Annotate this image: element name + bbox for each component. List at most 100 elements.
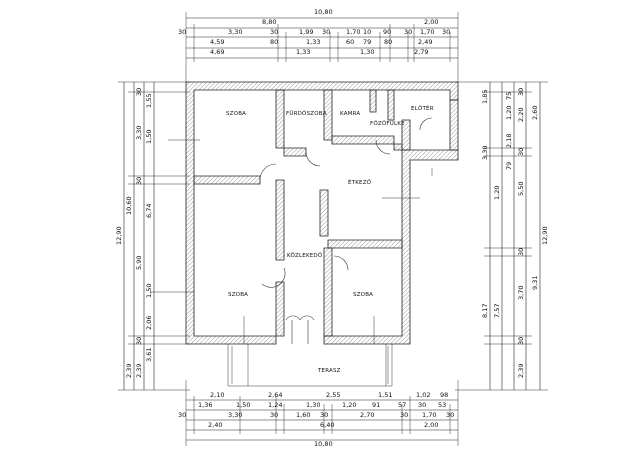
- bottom-dim: 1,36: [198, 401, 212, 409]
- top-dimension-labels: 10,80 8,80 2,00 30 3,30 30 1,99 30 1,70 …: [178, 8, 450, 56]
- right-dim: 3,70: [517, 286, 525, 300]
- bottom-dim: 1,30: [306, 401, 320, 409]
- room-labels: SZOBA FÜRDŐSZOBA KAMRA FŐZŐFÜLKE ELŐTÉR …: [226, 104, 434, 374]
- right-dim: 30: [517, 148, 525, 156]
- top-dim: 1,99: [299, 28, 313, 36]
- top-dim: 1,30: [360, 48, 374, 56]
- bottom-dim: 30: [400, 411, 408, 419]
- bottom-dim: 3,30: [228, 411, 242, 419]
- room-label-furdoszoba: FÜRDŐSZOBA: [286, 110, 327, 117]
- top-dimension-lines: [185, 12, 459, 82]
- bottom-dim-total: 10,80: [314, 440, 333, 448]
- top-dim: 1,33: [306, 38, 320, 46]
- top-dim: 30: [178, 28, 186, 36]
- left-dim: 10,60: [125, 196, 133, 215]
- room-label-szoba-left: SZOBA: [228, 292, 248, 298]
- left-dim: 1,50: [145, 284, 153, 298]
- right-dim: 1,20: [505, 106, 513, 120]
- room-label-fozofulke: FŐZŐFÜLKE: [370, 120, 405, 127]
- left-dim: 2,06: [145, 316, 153, 330]
- left-dim: 1,55: [145, 94, 153, 108]
- right-dim: 1,20: [493, 186, 501, 200]
- right-dimension-labels: 12,90 2,60 9,31 30 2,20 30 5,50 30 3,70 …: [481, 88, 549, 378]
- right-dim: 5,50: [517, 182, 525, 196]
- bottom-dim: 30: [270, 411, 278, 419]
- right-dim: 2,20: [517, 108, 525, 122]
- top-dim: 4,69: [210, 48, 224, 56]
- right-dim: 1,85: [481, 90, 489, 104]
- right-dim: 7,57: [493, 304, 501, 318]
- left-dim: 5,90: [135, 256, 143, 270]
- terrace: [227, 344, 393, 387]
- top-dim: 10: [363, 28, 371, 36]
- top-dim-total: 10,80: [314, 8, 333, 16]
- top-dim: 90: [383, 28, 391, 36]
- left-dim: 2,39: [135, 364, 143, 378]
- top-dim: 1,70: [420, 28, 434, 36]
- bottom-dim: 2,10: [210, 391, 224, 399]
- bottom-dim: 57: [398, 401, 406, 409]
- room-axis-lines: [150, 139, 433, 344]
- top-dim: 30: [404, 28, 412, 36]
- right-dim: 2,18: [505, 134, 513, 148]
- room-label-kozlekedo: KÖZLEKEDŐ: [287, 252, 323, 259]
- right-dim: 75: [505, 92, 513, 100]
- top-dim: 30: [270, 28, 278, 36]
- left-dim-total: 12,90: [115, 226, 123, 245]
- bottom-dim: 1,70: [422, 411, 436, 419]
- building-walls: [185, 81, 459, 345]
- right-dim: 30: [517, 248, 525, 256]
- left-dim: 30: [135, 88, 143, 96]
- top-dim: 30: [442, 28, 450, 36]
- bottom-dim: 2,64: [268, 391, 282, 399]
- right-dim: 8,17: [481, 304, 489, 318]
- bottom-dim: 30: [446, 411, 454, 419]
- right-dim: 2,39: [517, 364, 525, 378]
- left-dim: 2,39: [125, 364, 133, 378]
- room-label-szoba-top: SZOBA: [226, 111, 246, 117]
- bottom-dim: 53: [438, 401, 446, 409]
- top-dim: 80: [270, 38, 278, 46]
- door-swings: [259, 117, 433, 344]
- bottom-dim: 91: [372, 401, 380, 409]
- right-dim: 2,60: [531, 106, 539, 120]
- bottom-dim: 30: [320, 411, 328, 419]
- left-dim: 6,74: [145, 204, 153, 218]
- bottom-dim: 2,55: [326, 391, 340, 399]
- top-dim: 3,30: [228, 28, 242, 36]
- top-dim: 1,70: [346, 28, 360, 36]
- bottom-dim: 98: [440, 391, 448, 399]
- room-label-etkezo: ÉTKEZŐ: [348, 178, 372, 186]
- left-dim: 1,50: [145, 130, 153, 144]
- bottom-dim: 1,50: [236, 401, 250, 409]
- right-dim: 30: [517, 337, 525, 345]
- bottom-dim: 30: [178, 411, 186, 419]
- bottom-dim: 1,24: [268, 401, 282, 409]
- bottom-dim: 1,51: [378, 391, 392, 399]
- right-dim: 3,30: [481, 146, 489, 160]
- left-dim: 30: [135, 177, 143, 185]
- bottom-dim: 30: [418, 401, 426, 409]
- bottom-dim: 1,20: [342, 401, 356, 409]
- bottom-dimension-lines: [185, 380, 459, 446]
- top-dim: 2,79: [414, 48, 428, 56]
- bottom-dim: 2,40: [208, 421, 222, 429]
- top-dim: 60: [346, 38, 354, 46]
- room-label-terasz: TERASZ: [317, 368, 341, 374]
- room-label-eloter: ELŐTÉR: [411, 104, 434, 112]
- top-dim: 30: [322, 28, 330, 36]
- left-dim: 30: [135, 337, 143, 345]
- left-dimension-lines: [118, 81, 190, 391]
- left-dim: 3,30: [135, 126, 143, 140]
- room-label-kamra: KAMRA: [340, 111, 360, 117]
- top-dim: 2,00: [424, 18, 438, 26]
- right-dim: 9,31: [531, 276, 539, 290]
- right-dim: 30: [517, 88, 525, 96]
- top-dim: 79: [363, 38, 371, 46]
- top-dim: 4,59: [210, 38, 224, 46]
- room-label-szoba-right: SZOBA: [353, 292, 373, 298]
- right-dimension-lines: [455, 81, 548, 391]
- top-dim: 8,80: [262, 18, 276, 26]
